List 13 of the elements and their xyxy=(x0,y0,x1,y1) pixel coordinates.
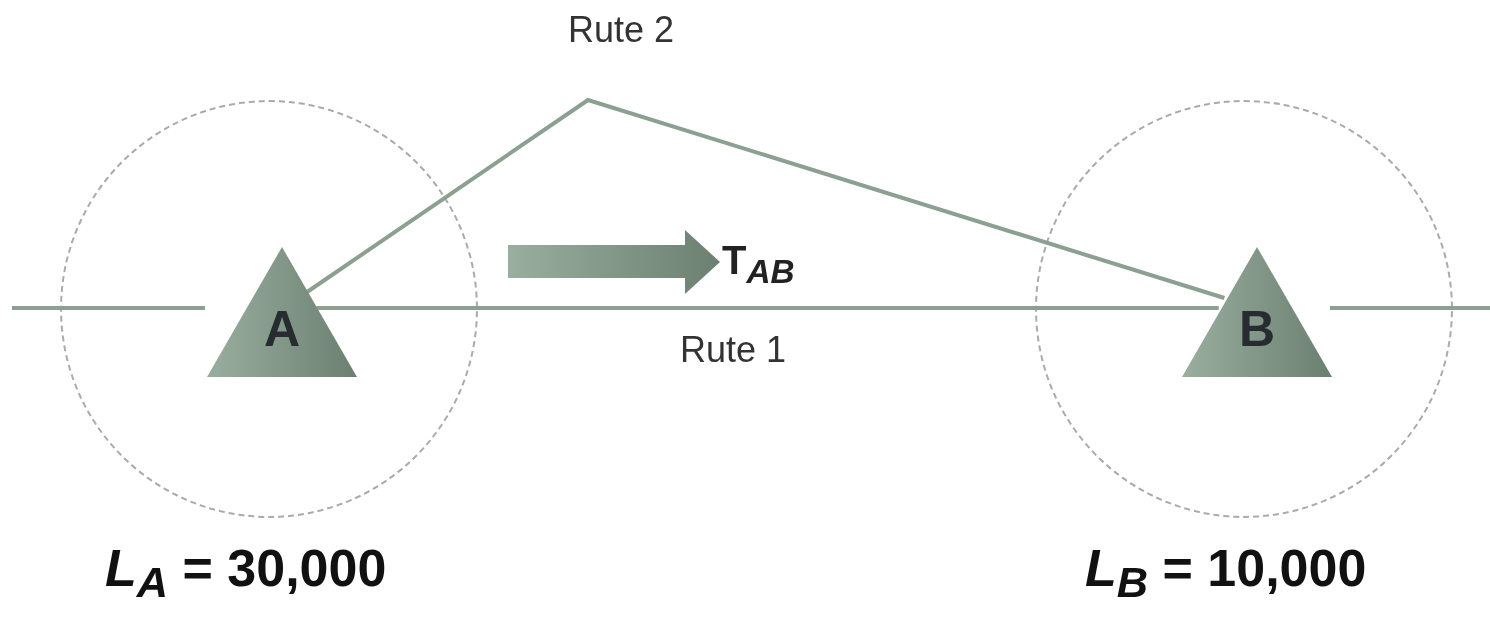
dashed-circle xyxy=(60,100,478,518)
node-letter: B xyxy=(1237,301,1277,357)
route-line xyxy=(316,306,1219,310)
route-label: Rute 1 xyxy=(680,330,787,370)
flow-symbol: T$_{AB}$ xyxy=(722,238,795,292)
triangle-node xyxy=(207,247,357,377)
load-value: L$_{B}$ = 10,000 xyxy=(1085,538,1367,609)
triangle-node xyxy=(1182,247,1332,377)
route-label: Rute 2 xyxy=(568,10,675,50)
load-value: L$_{A}$ = 30,000 xyxy=(105,538,387,609)
node-letter: A xyxy=(262,301,302,357)
dashed-circle xyxy=(1035,100,1453,518)
route-line xyxy=(305,97,1225,300)
